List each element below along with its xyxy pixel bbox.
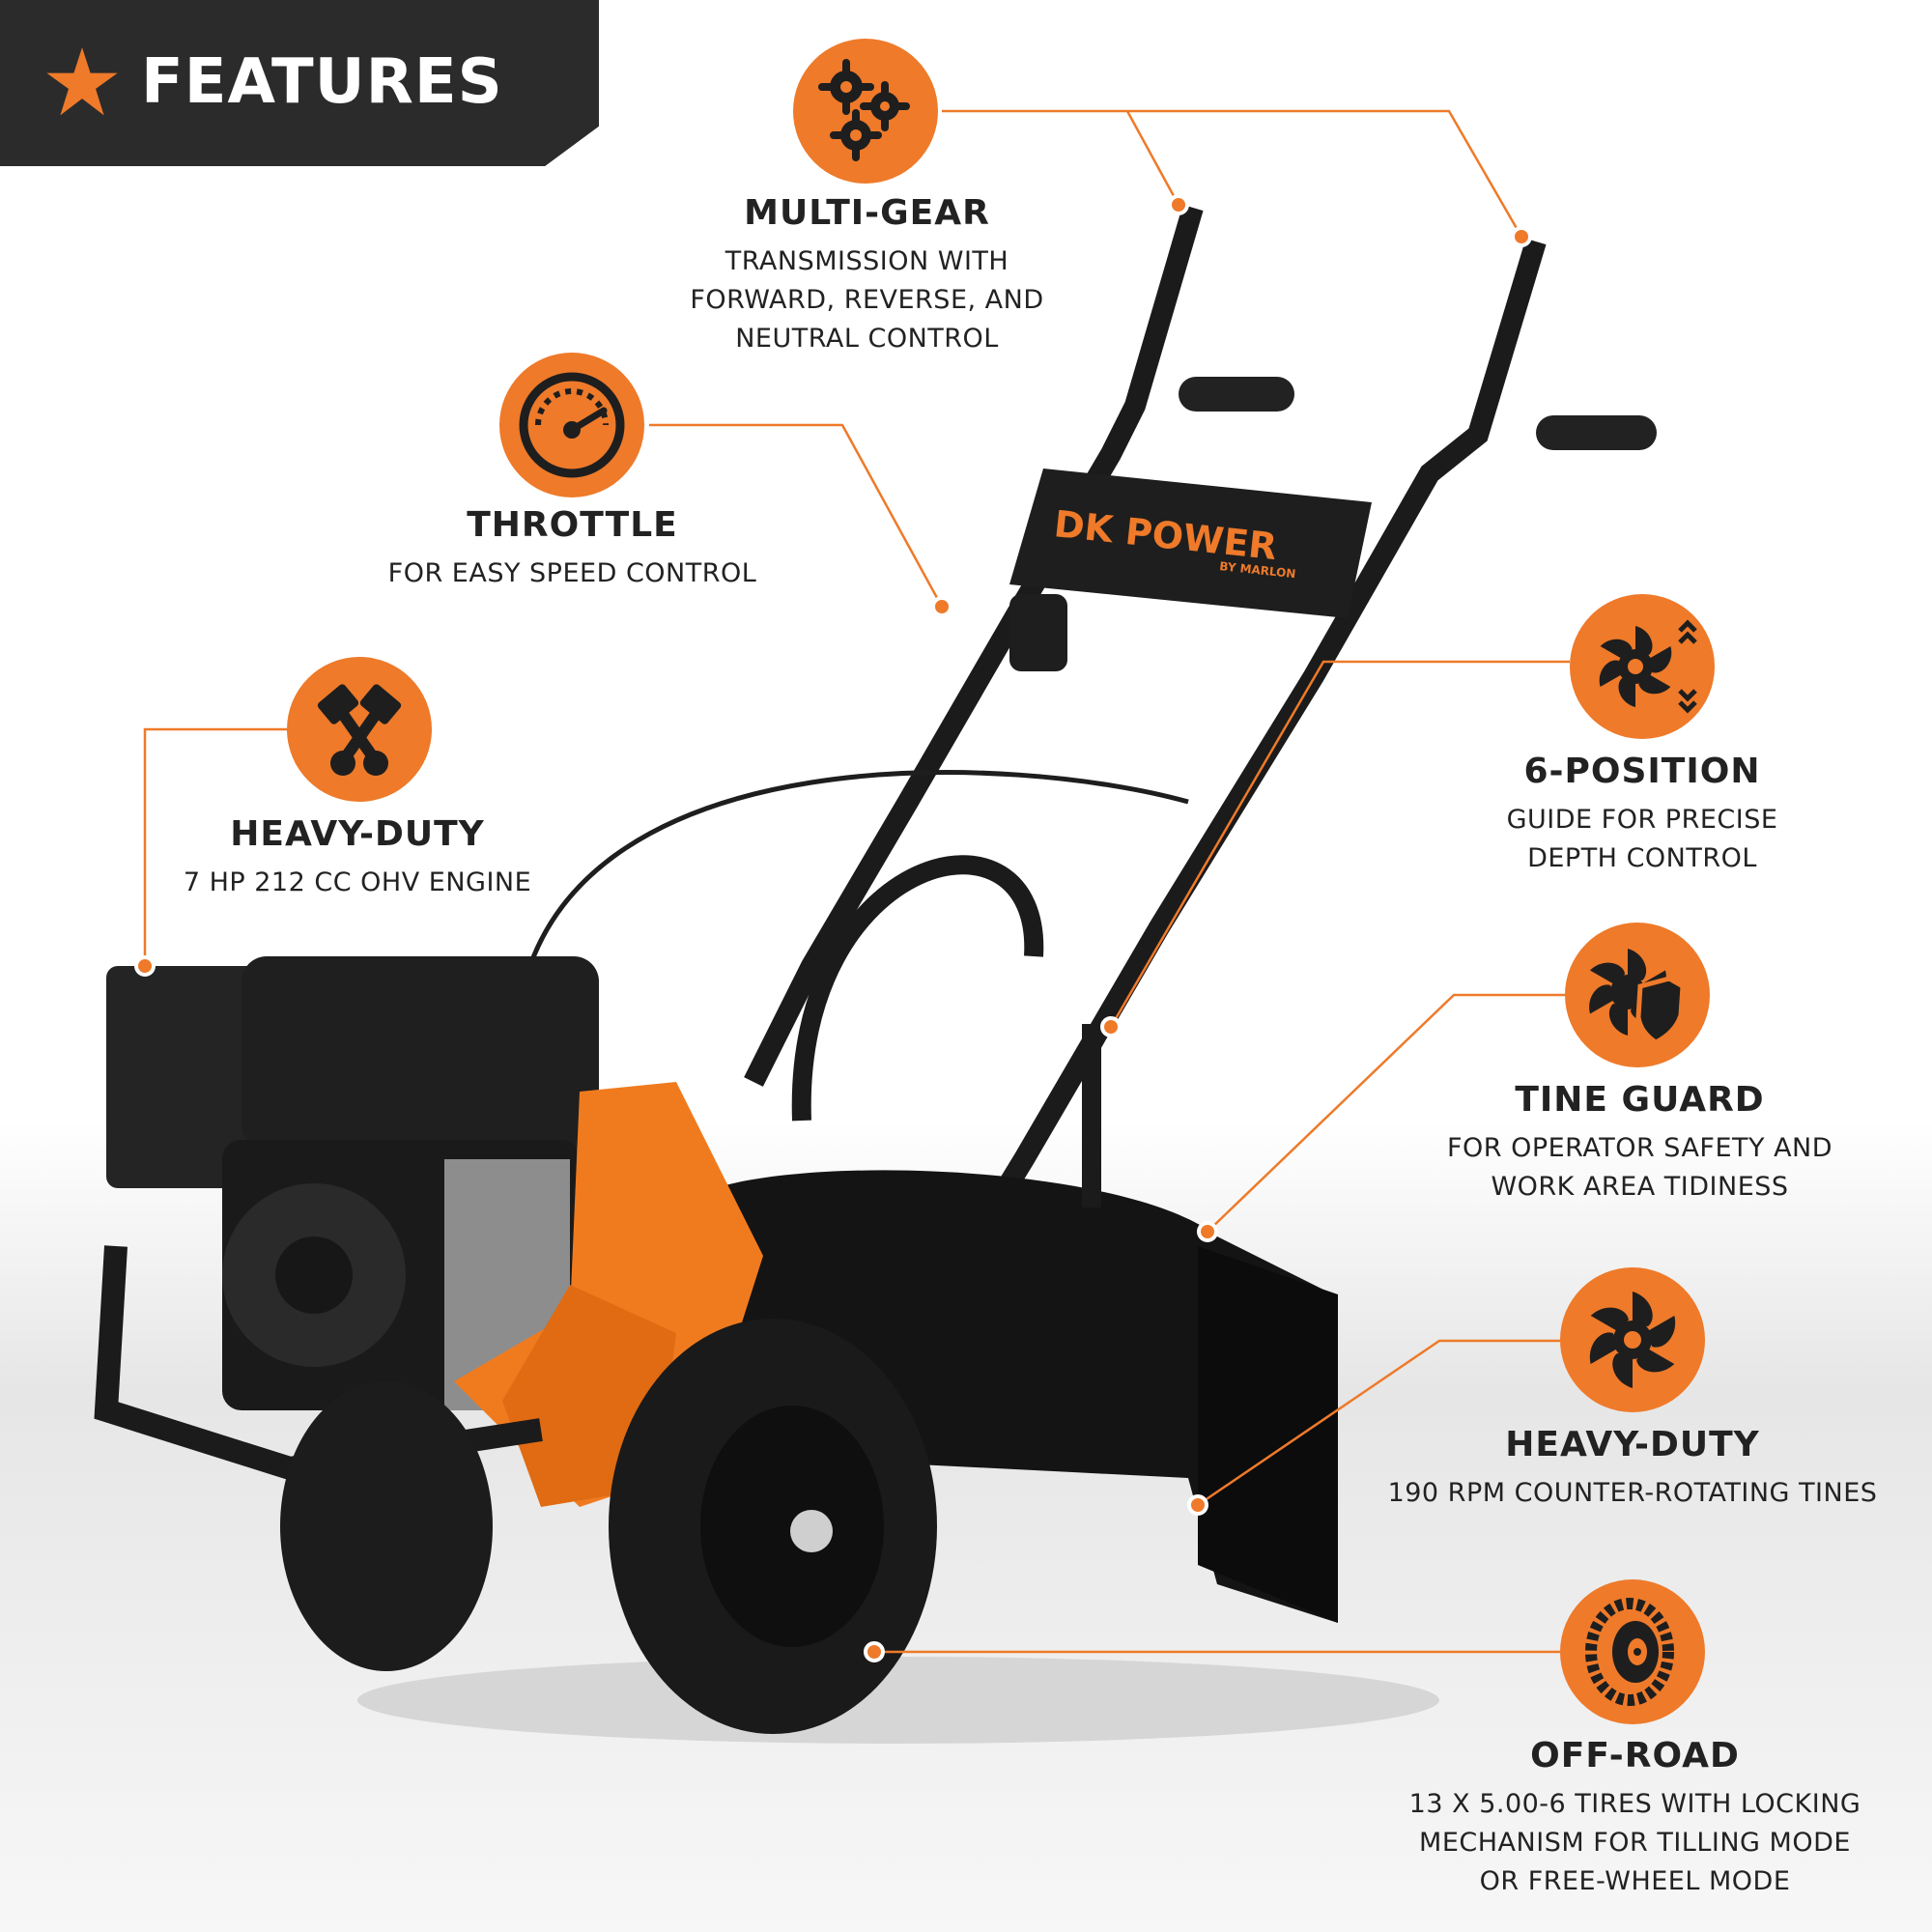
star-icon [46,47,118,116]
features-banner: FEATURES [0,0,599,166]
feature-title: TINE GUARD [1515,1080,1765,1120]
tire-icon [1560,1579,1705,1724]
feature-desc-line: MECHANISM FOR TILLING MODE [1419,1828,1851,1858]
feature-desc-line: 7 HP 212 CC OHV ENGINE [183,867,532,897]
feature-tines: HEAVY-DUTY 190 RPM COUNTER-ROTATING TINE… [1386,1425,1879,1513]
feature-desc-line: 13 X 5.00-6 TIRES WITH LOCKING [1408,1789,1861,1819]
feature-title: 6-POSITION [1523,752,1761,791]
banner-title: FEATURES [141,46,503,118]
speedometer-icon [499,353,644,497]
feature-desc-line: FOR EASY SPEED CONTROL [387,558,757,588]
feature-title: HEAVY-DUTY [230,814,485,854]
pistons-icon [287,657,432,802]
feature-engine: HEAVY-DUTY 7 HP 212 CC OHV ENGINE [174,814,541,902]
tine-icon [1560,1267,1705,1412]
feature-guard: TINE GUARD FOR OPERATOR SAFETY AND WORK … [1439,1080,1840,1207]
feature-title: HEAVY-DUTY [1505,1425,1760,1464]
feature-desc-line: DEPTH CONTROL [1527,843,1757,873]
tine-depth-icon [1570,594,1715,739]
feature-title: OFF-ROAD [1530,1736,1740,1776]
tine-shield-icon [1565,923,1710,1067]
feature-multi-gear: MULTI-GEAR TRANSMISSION WITH FORWARD, RE… [676,193,1058,358]
feature-desc-line: FORWARD, REVERSE, AND [690,285,1044,315]
feature-throttle: THROTTLE FOR EASY SPEED CONTROL [377,505,768,593]
feature-desc-line: NEUTRAL CONTROL [735,324,999,354]
feature-title: MULTI-GEAR [744,193,990,233]
feature-desc-line: GUIDE FOR PRECISE [1506,805,1778,835]
feature-tires: OFF-ROAD 13 X 5.00-6 TIRES WITH LOCKING … [1406,1736,1864,1901]
feature-title: THROTTLE [467,505,678,545]
feature-desc-line: OR FREE-WHEEL MODE [1479,1866,1791,1896]
feature-desc-line: WORK AREA TIDINESS [1491,1172,1789,1202]
feature-desc-line: FOR OPERATOR SAFETY AND [1446,1133,1833,1163]
gears-icon [793,39,938,184]
feature-desc-line: 190 RPM COUNTER-ROTATING TINES [1387,1478,1878,1508]
feature-desc-line: TRANSMISSION WITH [724,246,1009,276]
feature-depth: 6-POSITION GUIDE FOR PRECISE DEPTH CONTR… [1483,752,1802,878]
